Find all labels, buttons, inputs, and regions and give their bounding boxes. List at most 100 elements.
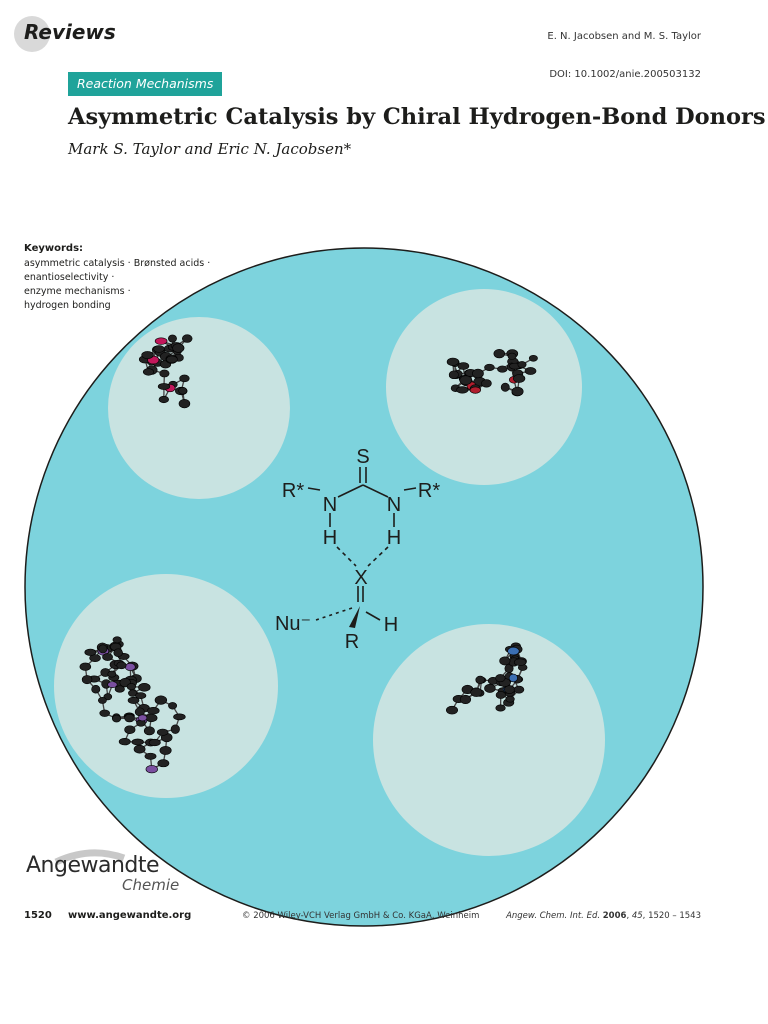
group-r-right: R*	[418, 480, 440, 502]
atom	[178, 387, 188, 395]
atom	[114, 685, 125, 693]
atom	[511, 386, 524, 397]
atom	[495, 704, 506, 712]
atom	[145, 765, 158, 774]
atom	[505, 695, 515, 703]
group-r-bottom: R	[345, 631, 359, 653]
molecule-model	[446, 348, 538, 397]
atom	[156, 728, 169, 736]
section-label-badge	[14, 16, 50, 52]
keywords-heading: Keywords:	[24, 243, 84, 254]
group-r-left: R*	[282, 480, 304, 502]
atom	[148, 738, 161, 747]
atom	[143, 726, 155, 736]
atom	[111, 714, 122, 723]
atom	[179, 374, 190, 383]
keyword-line: asymmetric catalysis · Brønsted acids ·	[24, 258, 211, 269]
section-label: Reviews	[14, 14, 134, 56]
atom	[157, 759, 170, 768]
section-label-text: Reviews	[24, 20, 116, 44]
journal-logo-main: Angewandte	[26, 853, 160, 878]
atom	[524, 367, 537, 375]
atom	[153, 345, 165, 353]
atom	[493, 348, 506, 359]
atom	[79, 662, 92, 671]
atom	[159, 745, 172, 755]
atom	[141, 351, 154, 359]
atom	[508, 673, 518, 683]
atom	[168, 334, 177, 343]
atom	[133, 744, 146, 754]
atom	[131, 738, 144, 746]
citation-pages: 1520 – 1543	[648, 911, 701, 921]
atom	[81, 675, 93, 685]
atom	[113, 648, 123, 658]
atom	[107, 670, 117, 678]
atom	[118, 737, 131, 746]
atom	[448, 370, 459, 380]
category-tag: Reaction Mechanisms	[68, 72, 223, 96]
citation: Angew. Chem. Int. Ed. 2006, 45, 1520 – 1…	[506, 911, 701, 921]
atom	[481, 379, 492, 388]
atom	[528, 354, 538, 362]
atom	[124, 713, 135, 723]
atom	[446, 357, 459, 366]
journal-website-link[interactable]: www.angewandte.org	[68, 910, 192, 921]
atom	[495, 674, 506, 683]
atom	[91, 684, 101, 694]
atom	[504, 685, 515, 694]
atom	[97, 697, 107, 704]
crystal-structure-inset-top-left	[108, 317, 290, 499]
atom	[137, 714, 148, 722]
molecule-model	[446, 642, 528, 715]
bond-cn-left	[337, 484, 364, 498]
atom	[170, 724, 180, 734]
crystal-structures	[79, 334, 538, 774]
thiourea-structure	[307, 467, 417, 621]
bond-r-left	[307, 487, 321, 491]
atom	[157, 383, 171, 390]
atom	[127, 696, 140, 704]
atom	[154, 337, 168, 345]
atom	[147, 707, 160, 715]
atom	[513, 685, 525, 694]
atom-s: S	[356, 446, 369, 468]
atom	[172, 343, 185, 353]
atom	[470, 687, 483, 697]
atom	[500, 382, 510, 392]
atom	[182, 334, 193, 343]
atom-x: X	[354, 567, 367, 589]
atom	[459, 694, 472, 705]
atom	[459, 375, 473, 386]
atom	[135, 692, 147, 699]
atom-h-bottom: H	[384, 614, 398, 636]
bond-h	[365, 611, 381, 621]
running-head-authors: E. N. Jacobsen and M. S. Taylor	[547, 31, 701, 42]
page-number: 1520	[24, 910, 52, 921]
atom-n-right: N	[387, 494, 401, 516]
molecule-model	[79, 636, 186, 774]
journal-logo-sub: Chemie	[122, 876, 180, 894]
wedge-bond-r	[349, 606, 360, 628]
crystal-structure-inset-bottom-left	[54, 574, 278, 798]
atom	[457, 362, 470, 370]
logo-swoosh	[54, 849, 126, 866]
atom	[507, 352, 517, 360]
atom	[158, 395, 169, 404]
citation-volume: 45	[631, 911, 643, 921]
atom	[178, 398, 191, 409]
atom	[138, 682, 151, 692]
atom	[513, 374, 526, 383]
atom	[102, 653, 113, 661]
article-authors: Mark S. Taylor and Eric N. Jacobsen*	[68, 140, 352, 158]
keyword-line: hydrogen bonding	[24, 300, 111, 311]
atom-h-left: H	[323, 527, 337, 549]
atom	[98, 644, 108, 654]
atom	[472, 368, 484, 379]
atom	[484, 363, 495, 371]
keyword-line: enzyme mechanisms ·	[24, 286, 131, 297]
bond-r-right	[403, 487, 417, 491]
citation-journal: Angew. Chem. Int. Ed.	[506, 911, 601, 921]
atom	[116, 661, 127, 670]
